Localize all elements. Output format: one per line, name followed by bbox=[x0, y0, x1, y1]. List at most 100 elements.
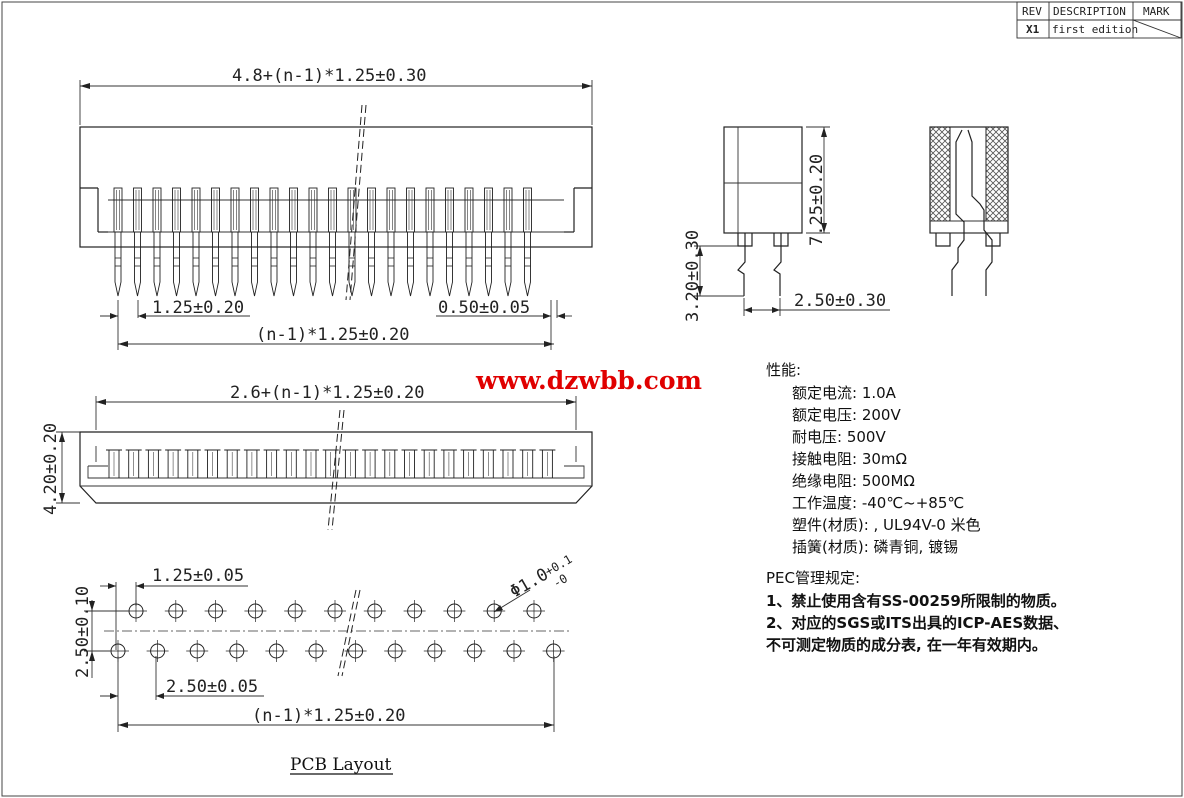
mark-header: MARK bbox=[1143, 5, 1170, 18]
pcb-hole bbox=[244, 600, 267, 622]
top-pin bbox=[464, 187, 474, 297]
pitch-dim: 1.25±0.20 bbox=[152, 298, 244, 318]
top-pin bbox=[133, 187, 142, 297]
pcb-hole bbox=[503, 640, 525, 662]
top-pin bbox=[425, 187, 435, 297]
top-pin bbox=[328, 187, 337, 297]
mid-pin-group bbox=[106, 449, 556, 478]
rev-header: REV bbox=[1022, 5, 1042, 18]
watermark: www.dzwbb.com bbox=[475, 366, 702, 395]
top-pin bbox=[250, 187, 259, 297]
front-view: 2.6+(n-1)*1.25±0.20 4.20±0.20 bbox=[41, 383, 593, 531]
pcb-hole bbox=[284, 600, 307, 622]
front-pin bbox=[283, 449, 300, 478]
pcb-hole bbox=[204, 600, 227, 622]
top-pin bbox=[211, 187, 220, 297]
pcb-row-offset-dim: 2.50±0.10 bbox=[73, 586, 93, 678]
top-pin bbox=[406, 187, 415, 297]
pcb-hole bbox=[146, 640, 169, 662]
top-view: 4.8+(n-1)*1.25±0.30 1.25±0.20 0.50±0.05 bbox=[79, 66, 593, 350]
pcb-hole bbox=[164, 600, 187, 622]
front-pin bbox=[480, 449, 497, 478]
front-pin bbox=[184, 449, 201, 478]
pcb-hole bbox=[423, 640, 446, 662]
pin-width-dim: 0.50±0.05 bbox=[438, 298, 530, 318]
front-pin bbox=[440, 449, 457, 478]
pcb-hole bbox=[384, 640, 407, 662]
top-pin bbox=[386, 187, 396, 297]
front-pin bbox=[243, 449, 260, 478]
spec-withstand-voltage: 耐电压: 500V bbox=[792, 428, 886, 446]
front-pin bbox=[145, 449, 162, 478]
title-block: REV DESCRIPTION MARK X1 first edition bbox=[1016, 1, 1182, 39]
front-pin bbox=[204, 449, 221, 478]
pcb-hole bbox=[443, 600, 466, 622]
front-pin bbox=[381, 449, 398, 478]
front-pin bbox=[421, 449, 438, 478]
top-pin bbox=[523, 187, 532, 297]
pec-heading: PEC管理规定: bbox=[766, 569, 860, 587]
top-pin bbox=[503, 187, 513, 297]
pec-item-1: 1、禁止使用含有SS-00259所限制的物质。 bbox=[766, 592, 1066, 610]
specs-heading: 性能: bbox=[766, 361, 801, 379]
hole-tol-minus: -0 bbox=[551, 571, 571, 590]
pcb-hole bbox=[324, 600, 346, 622]
front-pin bbox=[224, 449, 241, 478]
top-pin bbox=[191, 187, 201, 297]
pcb-span-dim: (n-1)*1.25±0.20 bbox=[252, 706, 406, 726]
top-pin bbox=[152, 187, 162, 297]
pcb-hole bbox=[344, 640, 367, 662]
description-header: DESCRIPTION bbox=[1053, 5, 1126, 18]
mid-height-dim: 4.20±0.20 bbox=[41, 423, 61, 515]
top-pin bbox=[230, 187, 240, 297]
front-pin bbox=[125, 449, 142, 478]
pcb-hole bbox=[483, 600, 506, 622]
pcb-break-line bbox=[337, 589, 357, 677]
top-break-line bbox=[345, 104, 363, 301]
pcb-stagger-dim: 2.50±0.05 bbox=[166, 677, 258, 697]
front-pin bbox=[519, 449, 536, 478]
pcb-hole bbox=[523, 600, 545, 622]
front-pin bbox=[500, 449, 516, 478]
pcb-hole bbox=[363, 600, 386, 622]
pec-item-2: 2、对应的SGS或ITS出具的ICP-AES数据、 bbox=[766, 614, 1068, 632]
front-pin bbox=[539, 449, 556, 478]
pcb-label: PCB Layout bbox=[290, 755, 392, 775]
pcb-hole bbox=[265, 640, 288, 662]
pin-span-dim: (n-1)*1.25±0.20 bbox=[256, 325, 410, 345]
spec-operating-temp: 工作温度: -40℃~+85℃ bbox=[792, 494, 964, 512]
specs-block: 性能: 额定电流: 1.0A 额定电压: 200V 耐电压: 500V 接触电阻… bbox=[766, 361, 1068, 654]
section-view bbox=[929, 126, 1009, 296]
top-pin bbox=[289, 187, 298, 297]
pcb-hole-group bbox=[107, 600, 565, 662]
side-view: 7.25±0.20 3.20±0.30 2.50±0.30 bbox=[683, 126, 890, 322]
front-pin bbox=[165, 449, 182, 478]
spec-rated-voltage: 额定电压: 200V bbox=[792, 406, 901, 424]
pcb-pitch-dim: 1.25±0.05 bbox=[152, 566, 244, 586]
top-pin bbox=[484, 187, 493, 297]
rev-value: X1 bbox=[1026, 23, 1040, 36]
front-pin bbox=[263, 449, 280, 478]
pcb-hole bbox=[305, 640, 327, 662]
pcb-layout: 1.25±0.05 Φ1.0 +0.1 -0 2.50±0.10 2.50±0.… bbox=[73, 552, 575, 775]
pcb-hole bbox=[463, 640, 486, 662]
top-pin-group bbox=[113, 187, 532, 297]
top-pin bbox=[172, 187, 181, 297]
top-pin bbox=[445, 187, 454, 297]
front-pin bbox=[401, 449, 418, 478]
description-value: first edition bbox=[1052, 23, 1138, 36]
spec-housing-material: 塑件(材质): , UL94V-0 米色 bbox=[792, 516, 981, 534]
top-pin bbox=[367, 187, 376, 297]
front-pin bbox=[362, 449, 379, 478]
side-height-dim: 7.25±0.20 bbox=[807, 154, 827, 246]
mid-length-dim: 2.6+(n-1)*1.25±0.20 bbox=[230, 383, 424, 403]
spec-insulation-resistance: 绝缘电阻: 500MΩ bbox=[792, 472, 915, 490]
top-length-dim: 4.8+(n-1)*1.25±0.30 bbox=[232, 66, 426, 86]
front-pin bbox=[460, 449, 477, 478]
top-pin bbox=[113, 187, 123, 297]
pcb-hole bbox=[125, 600, 147, 622]
pcb-hole bbox=[186, 640, 209, 662]
pec-item-3: 不可测定物质的成分表, 在一年有效期内。 bbox=[766, 636, 1047, 654]
top-pin bbox=[308, 187, 318, 297]
